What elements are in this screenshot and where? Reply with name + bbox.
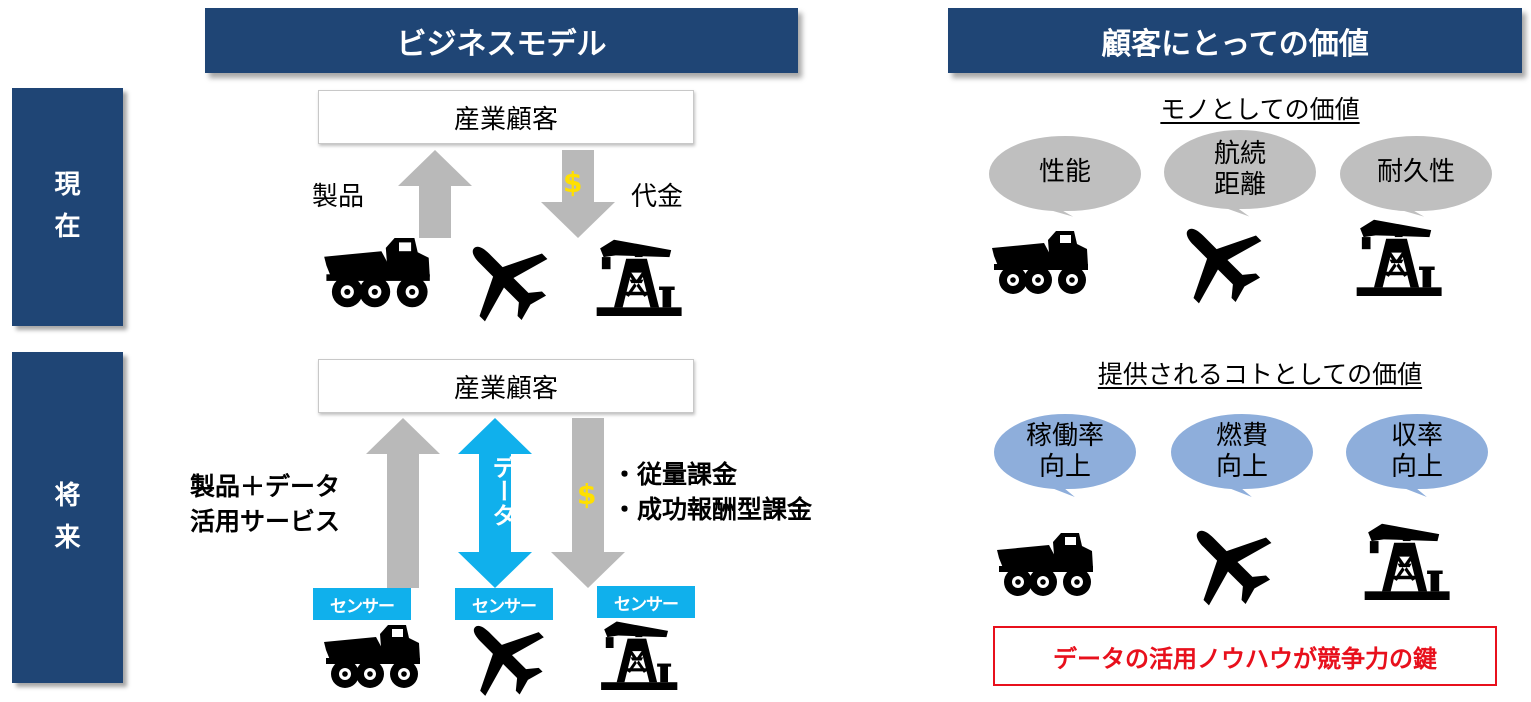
payment-down-arrow [541, 150, 615, 238]
oil-pump-icon [1360, 522, 1456, 600]
key-message: データの活用ノウハウが競争力の鍵 [1053, 644, 1437, 673]
product-data-up-arrow [366, 418, 440, 588]
airplane-icon [1172, 214, 1268, 310]
dump-truck-icon [322, 620, 422, 690]
speech-bubble [1168, 411, 1316, 501]
future-dollar-sign: $ [577, 478, 597, 511]
billing-methods: ・従量課金 ・成功報酬型課金 [612, 460, 813, 524]
bubble-utilization: 稼働率 向上 [1025, 420, 1104, 482]
future-customer-box: 産業顧客 [318, 359, 694, 413]
speech-bubble [986, 133, 1144, 221]
bubble-durability: 耐久性 [1376, 157, 1455, 188]
product-data-label: 製品＋データ 活用サービス [190, 472, 341, 536]
dump-truck-icon [322, 232, 432, 310]
sensor-text: センサー [614, 594, 679, 615]
airplane-icon [460, 612, 550, 702]
product-value-title: モノとしての価値 [1160, 95, 1360, 124]
dollar-sign: $ [563, 166, 583, 199]
speech-bubble [1343, 411, 1491, 501]
bubble-cruising-range: 航続 距離 [1213, 138, 1266, 200]
airplane-icon [1182, 516, 1278, 612]
current-row-label: 現 在 [12, 88, 123, 326]
customer-value-header: 顧客にとっての価値 [948, 8, 1522, 73]
dump-truck-icon [990, 226, 1090, 296]
sensor-text: センサー [472, 596, 537, 617]
speech-bubble [1337, 133, 1495, 221]
business-model-title: ビジネスモデル [396, 26, 607, 62]
speech-bubble [1161, 127, 1319, 221]
sensor-label: センサー [313, 588, 411, 620]
bubble-yield: 収率 向上 [1390, 420, 1443, 482]
future-customer-label: 産業顧客 [453, 373, 558, 404]
future-label-text: 将 来 [54, 480, 81, 553]
sensor-label: センサー [455, 588, 553, 620]
airplane-icon [458, 232, 554, 328]
product-label: 製品 [312, 182, 365, 212]
sensor-label: センサー [597, 586, 695, 618]
billing-down-arrow [551, 418, 625, 588]
sensor-text: センサー [330, 596, 395, 617]
service-value-title: 提供されるコトとしての価値 [1097, 360, 1423, 389]
key-message-box: データの活用ノウハウが競争力の鍵 [993, 626, 1497, 686]
data-bidirectional-arrow [458, 418, 532, 588]
dump-truck-icon [995, 528, 1095, 598]
current-customer-box: 産業顧客 [318, 90, 694, 144]
payment-label: 代金 [631, 182, 684, 212]
business-model-header: ビジネスモデル [205, 8, 798, 73]
oil-pump-icon [592, 238, 688, 316]
bubble-fuel-efficiency: 燃費 向上 [1215, 420, 1268, 482]
product-up-arrow [398, 150, 472, 238]
oil-pump-icon [596, 620, 684, 690]
current-customer-label: 産業顧客 [453, 104, 558, 135]
data-arrow-label: データ [488, 455, 516, 527]
current-label-text: 現 在 [54, 170, 81, 242]
customer-value-title: 顧客にとっての価値 [1101, 26, 1369, 62]
bubble-performance: 性能 [1038, 157, 1091, 188]
speech-bubble [991, 411, 1139, 501]
future-row-label: 将 来 [12, 352, 123, 683]
oil-pump-icon [1352, 218, 1448, 296]
